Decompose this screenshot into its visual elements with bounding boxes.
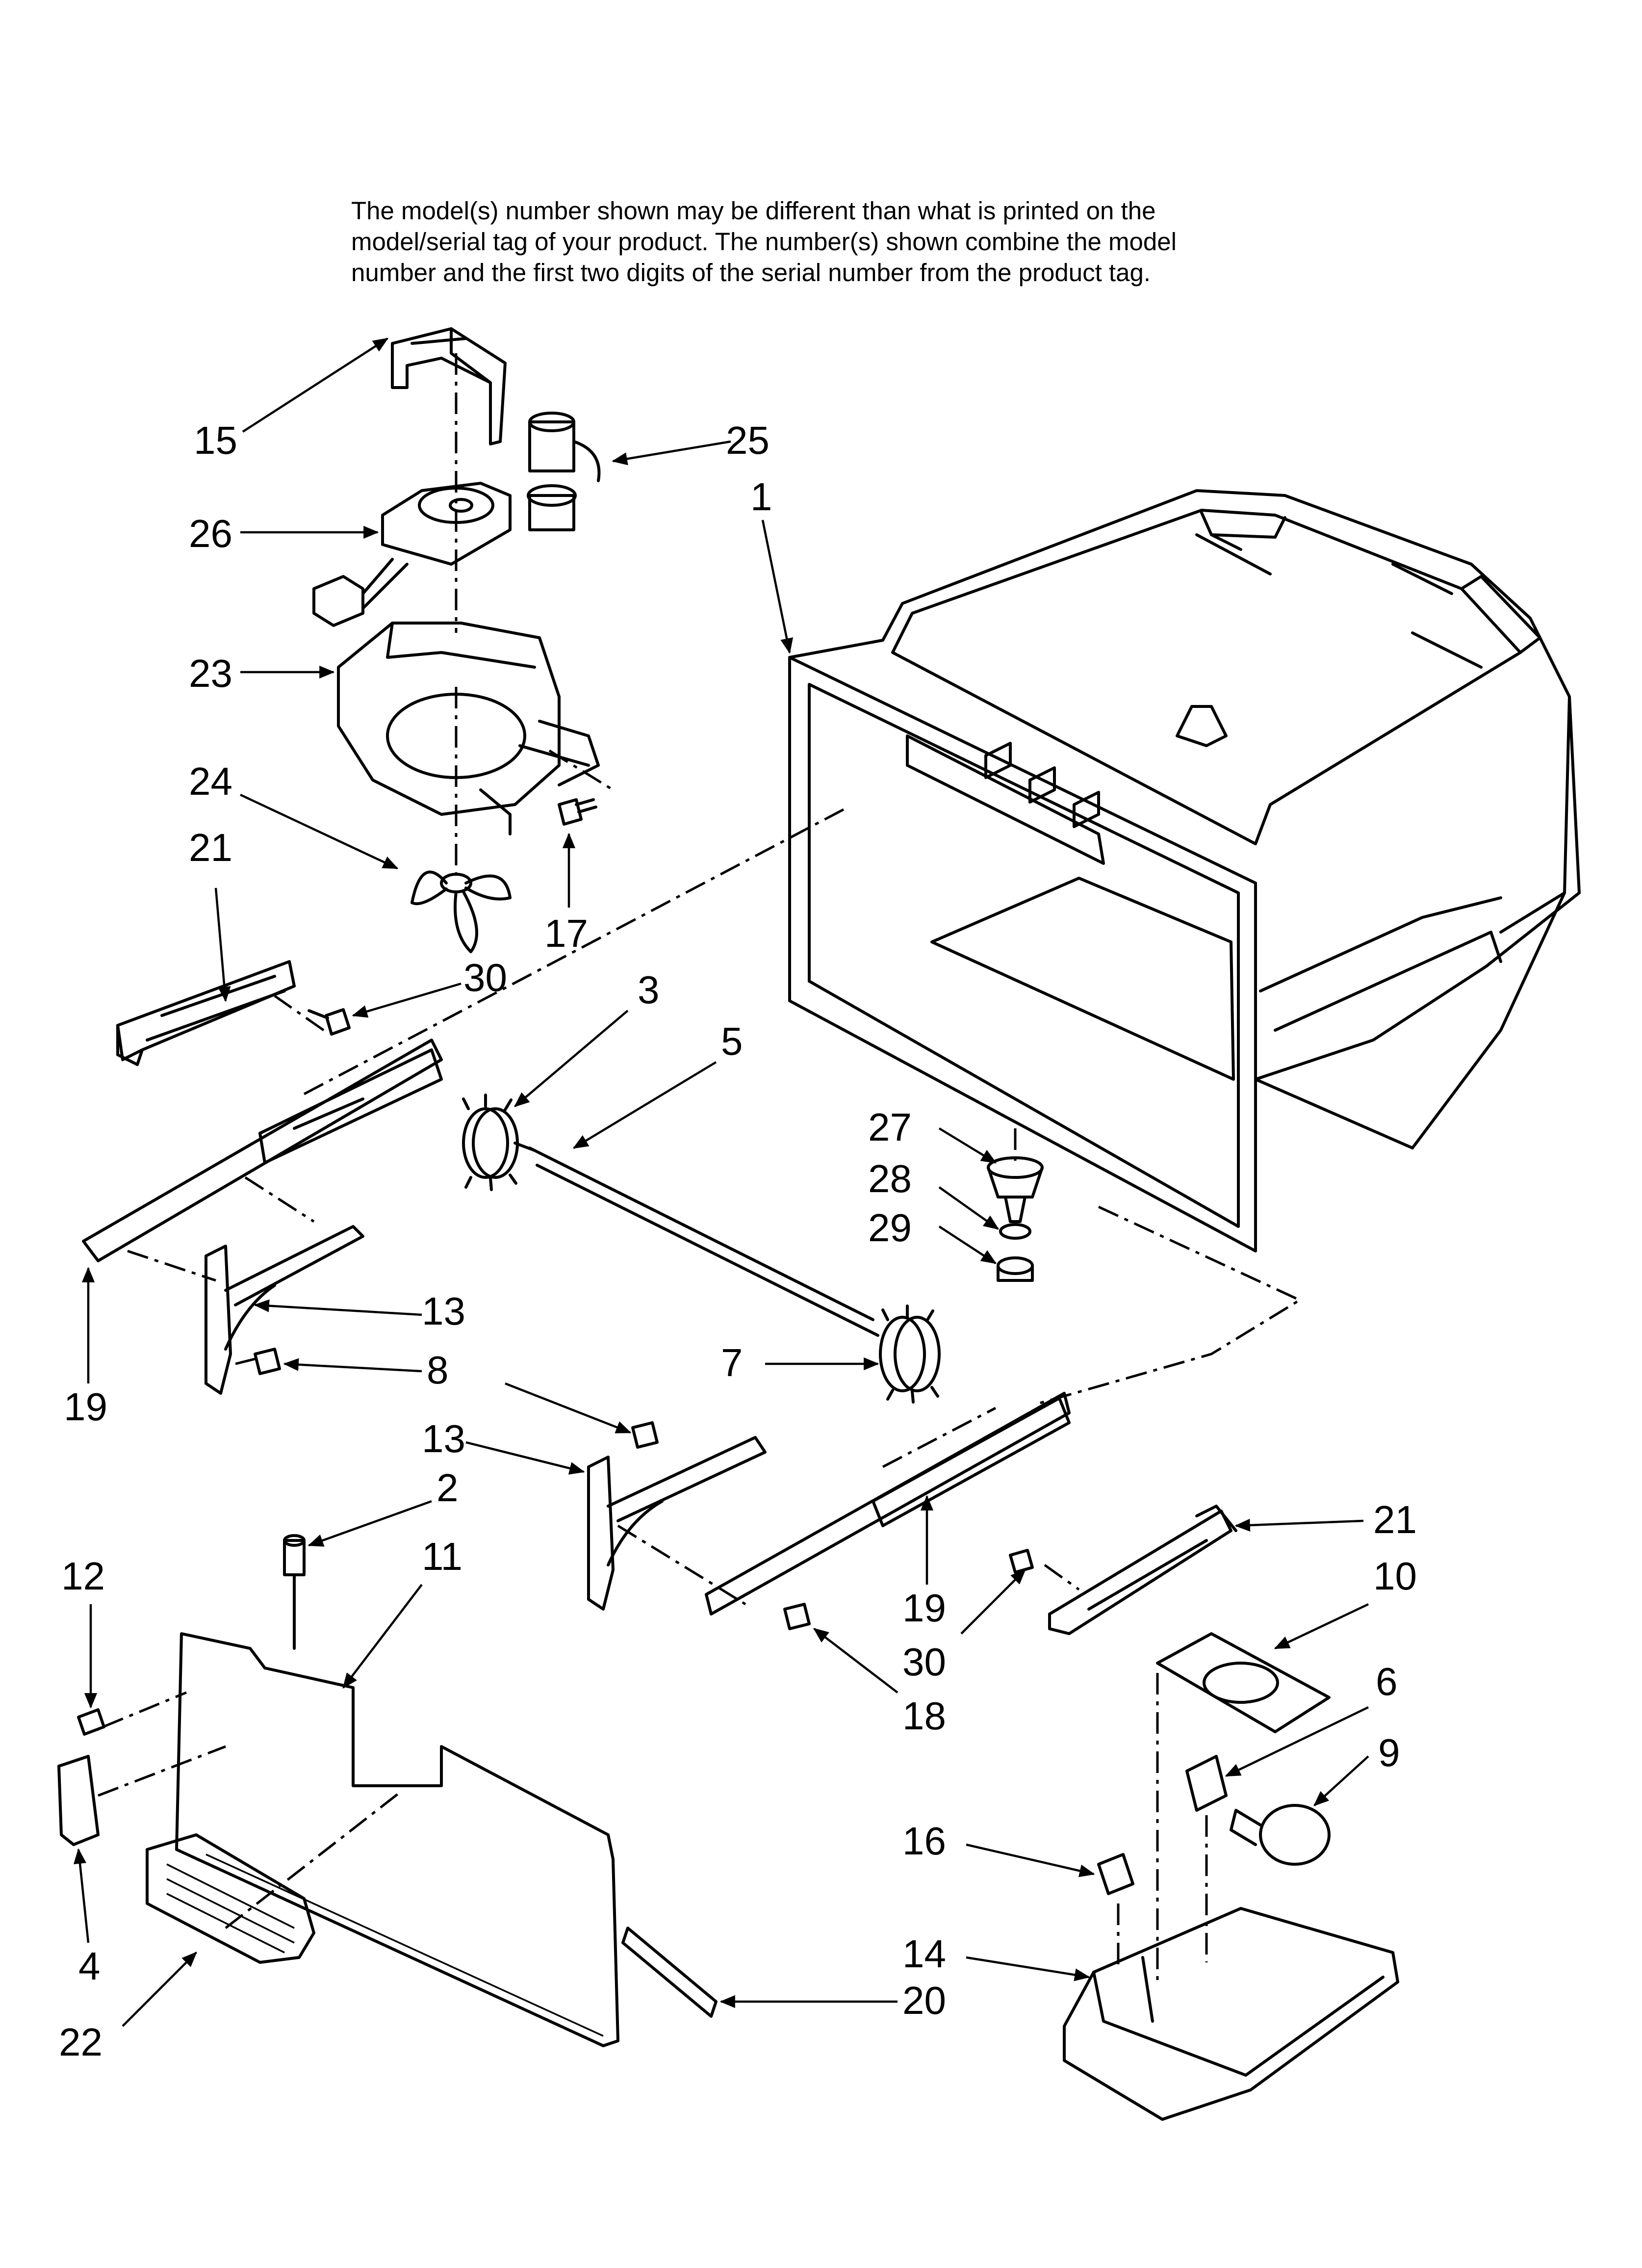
clip-4 [57,1755,100,1846]
screw-30-right [1009,1549,1034,1574]
callout-30-right: 30 [902,1640,946,1684]
drawer-bracket-left [205,1225,364,1395]
fan-housing [337,622,600,835]
callout-6: 6 [1376,1660,1398,1703]
note-line: model/serial tag of your product. The nu… [351,228,1177,256]
callout-11: 11 [422,1535,462,1578]
screw-17 [558,798,597,826]
callout-5: 5 [721,1019,743,1063]
probe-2 [283,1534,306,1650]
callout-26: 26 [189,512,232,555]
note-line: number and the first two digits of the s… [351,259,1151,287]
callout-13-left: 13 [422,1289,465,1333]
callout-19-right: 19 [902,1586,946,1630]
callout-7: 7 [721,1341,743,1384]
callout-4: 4 [78,1944,101,1988]
light-bulb [1230,1804,1331,1866]
callout-29: 29 [868,1206,912,1250]
callout-13-right: 13 [422,1417,465,1460]
fan-blade [410,870,512,953]
callout-20: 20 [902,1979,946,2022]
callout-3: 3 [638,968,660,1012]
thermistor [527,412,601,531]
slide-rail-left [82,1039,443,1262]
stop-cap [987,1156,1044,1223]
model-number-note: The model(s) number shown may be differe… [351,195,1381,288]
callout-27: 27 [868,1105,912,1149]
callout-19-left: 19 [64,1385,107,1429]
gear-right [879,1304,941,1404]
callout-8: 8 [427,1348,449,1392]
freezer-drawer [788,489,1581,1252]
callout-22: 22 [59,2020,103,2064]
rear-panel [175,1632,619,2047]
callout-30-left: 30 [463,956,507,999]
screw-12 [77,1708,105,1736]
light-lens [1156,1632,1331,1733]
screw-18 [783,1603,811,1630]
screw-8 [254,1348,659,1449]
callout-15: 15 [194,418,237,462]
connecting-rod [528,1147,879,1337]
callout-24: 24 [189,759,232,803]
callout-23: 23 [189,652,232,695]
callout-1: 1 [750,475,772,519]
evaporator-fan-motor [312,482,512,627]
callout-2: 2 [436,1466,459,1510]
light-housing [1063,1907,1399,2121]
leader-lines [73,338,1369,2027]
drawer-bracket-right [587,1436,767,1611]
callout-21-left: 21 [189,826,232,869]
callout-17: 17 [544,912,588,955]
callout-14: 14 [902,1932,946,1976]
gear-left [462,1094,536,1191]
callout-16: 16 [902,1819,946,1863]
callout-12: 12 [61,1554,105,1598]
light-socket [1185,1755,1228,1812]
slide-bracket-left [116,960,296,1066]
callout-9: 9 [1378,1731,1400,1774]
assembly-lines [98,353,1303,1987]
slide-bracket-right [1048,1505,1237,1635]
vent-grille [146,1833,315,1964]
callout-21-right: 21 [1373,1498,1417,1541]
callout-28: 28 [868,1157,912,1200]
screw-30-left [308,1008,351,1036]
callout-25: 25 [726,418,770,462]
fan-bracket [391,327,507,445]
seal-strip [621,1927,718,2018]
stop-base [997,1256,1034,1282]
callout-10: 10 [1373,1554,1417,1598]
note-line: The model(s) number shown may be differe… [351,197,1156,225]
switch [1097,1853,1134,1895]
slide-rail-right [705,1392,1071,1616]
callout-18: 18 [902,1694,946,1738]
o-ring [999,1223,1031,1240]
callout-labels: 1 2 3 4 5 6 7 8 9 10 11 12 13 13 14 15 1… [59,418,1417,2064]
